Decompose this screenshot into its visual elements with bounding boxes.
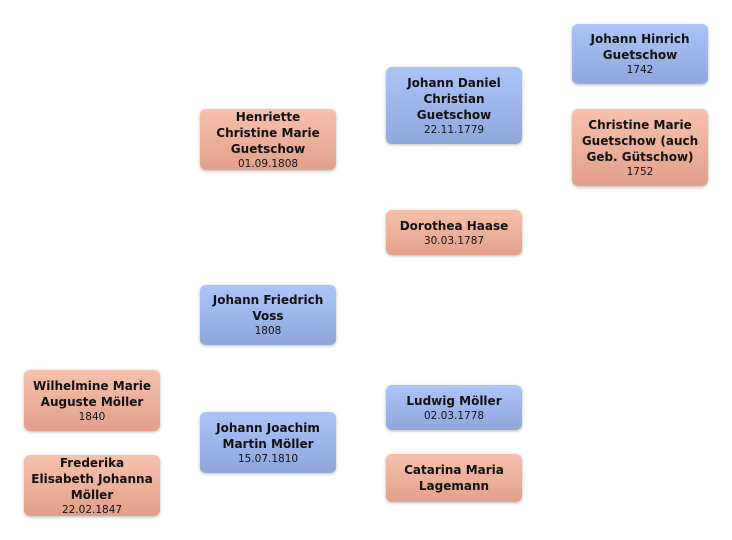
person-date: 1808 [254,325,282,337]
person-date: 22.11.1779 [423,123,485,136]
person-name: Johann Joachim Martin Möller [216,420,320,451]
person-card-johann-joachim-martin-moeller[interactable]: Johann Joachim Martin Möller 15.07.1810 [200,412,336,473]
person-name: Catarina Maria Lagemann [404,463,504,493]
person-date: 30.03.1787 [423,234,485,247]
person-card-wilhelmine-marie-auguste-moeller[interactable]: Wilhelmine Marie Auguste Möller 1840 [24,370,160,431]
person-card-catarina-maria-lagemann[interactable]: Catarina Maria Lagemann [386,454,522,502]
person-name: Henriette Christine Marie Guetschow [216,109,320,156]
person-date: 01.09.1808 [237,157,299,170]
person-name: Christine Marie Guetschow (auch Geb. Güt… [581,117,699,164]
person-name: Dorothea Haase [399,218,509,233]
person-card-dorothea-haase[interactable]: Dorothea Haase 30.03.1787 [386,210,522,255]
person-card-frederika-elisabeth-johanna-moeller[interactable]: Frederika Elisabeth Johanna Möller 22.02… [24,455,160,516]
person-date: 15.07.1810 [237,452,299,465]
person-card-johann-hinrich-guetschow[interactable]: Johann Hinrich Guetschow 1742 [572,24,708,84]
person-name: Johann Hinrich Guetschow [590,32,690,62]
person-card-johann-daniel-christian-guetschow[interactable]: Johann Daniel Christian Guetschow 22.11.… [386,67,522,144]
person-name: Frederika Elisabeth Johanna Möller [31,455,153,502]
person-card-henriette-christine-marie-guetschow[interactable]: Henriette Christine Marie Guetschow 01.0… [200,109,336,170]
person-card-johann-friedrich-voss[interactable]: Johann Friedrich Voss 1808 [200,285,336,345]
person-date: 02.03.1778 [423,409,485,422]
person-date: 22.02.1847 [61,503,123,516]
person-name: Johann Daniel Christian Guetschow [407,75,501,122]
person-name: Johann Friedrich Voss [212,293,324,323]
person-date: 1742 [626,64,654,76]
person-name: Ludwig Möller [406,393,502,408]
person-card-ludwig-moeller[interactable]: Ludwig Möller 02.03.1778 [386,385,522,430]
person-date: 1752 [626,165,654,178]
person-name: Wilhelmine Marie Auguste Möller [33,378,151,409]
person-card-christine-marie-guetschow[interactable]: Christine Marie Guetschow (auch Geb. Güt… [572,109,708,186]
person-date: 1840 [78,410,106,423]
